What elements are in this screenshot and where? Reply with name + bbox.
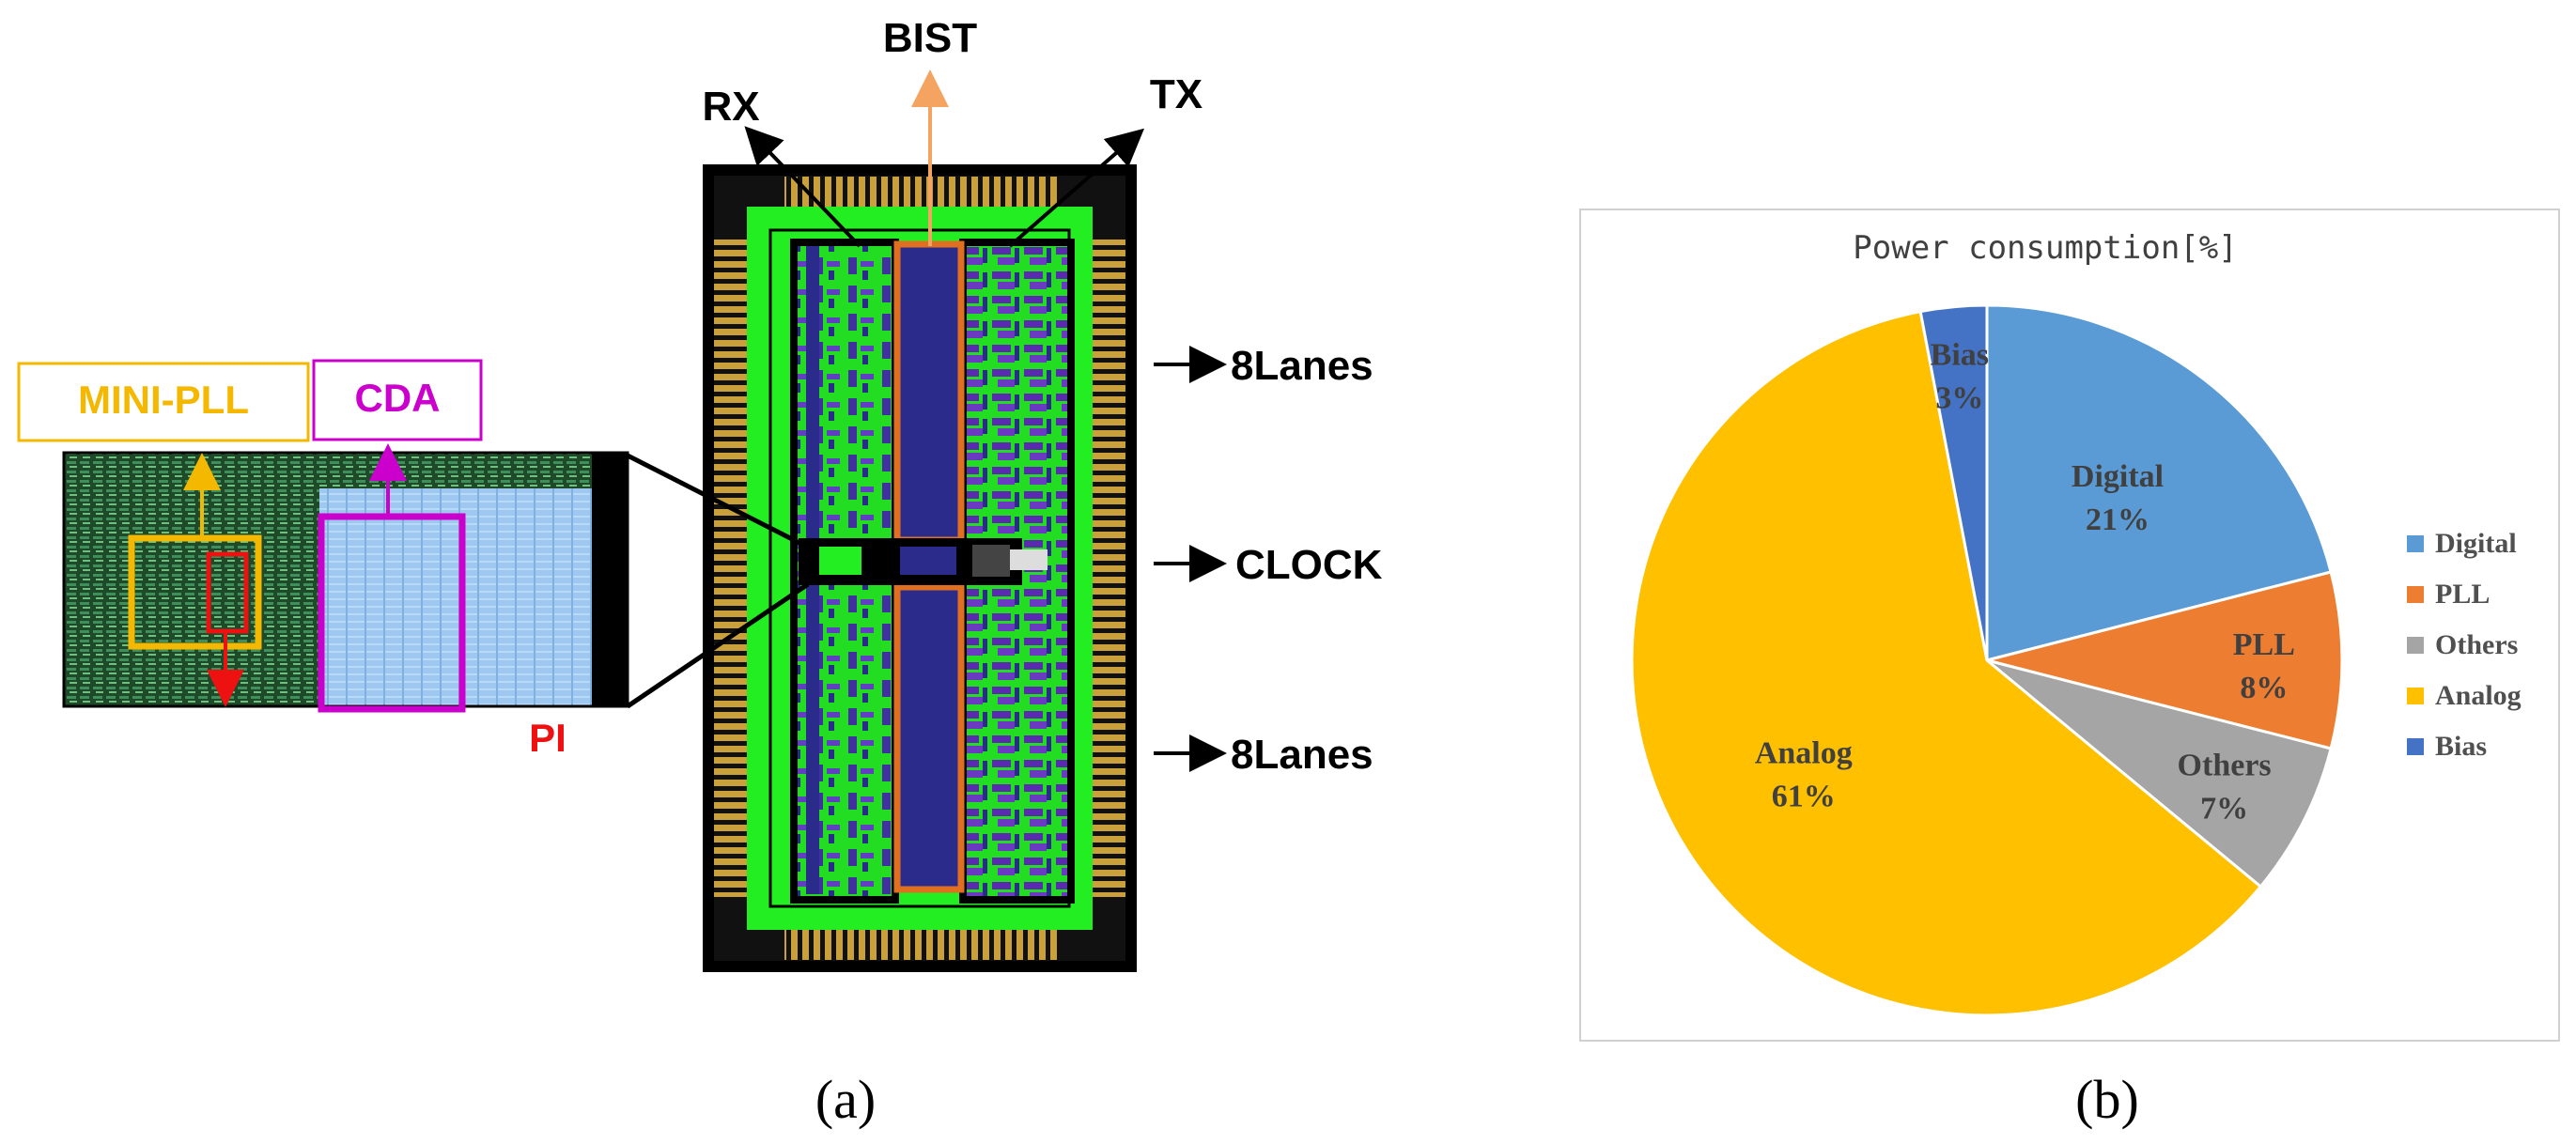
lanes-bottom-label: 8Lanes <box>1231 732 1373 778</box>
legend-swatch-digital <box>2407 535 2424 552</box>
cda-highlight <box>318 513 466 713</box>
rx-arrow <box>744 126 861 248</box>
pie-label-name-others: Others <box>2178 749 2272 783</box>
caption-a: (a) <box>815 1069 876 1130</box>
rx-label: RX <box>702 84 759 130</box>
tx-arrow <box>1008 128 1145 248</box>
legend-swatch-analog <box>2407 688 2424 704</box>
pie-slice-analog <box>1630 309 2263 1017</box>
legend-label-digital: Digital <box>2435 528 2517 559</box>
legend-label-pll: PLL <box>2435 579 2490 610</box>
mini-pll-highlight <box>128 534 262 650</box>
legend-swatch-bias <box>2407 738 2424 755</box>
cda-label: CDA <box>355 376 441 420</box>
legend-swatch-others <box>2407 637 2424 654</box>
pie-label-value-analog: 61% <box>1772 779 1836 813</box>
pie-chart: Digital 21% PLL 8% Others 7% Analog 61% Bias 3% <box>1630 303 2344 1017</box>
pie-label-name-bias: Bias <box>1931 337 1989 372</box>
pie-label-value-others: 7% <box>2200 792 2248 827</box>
pie-label-value-digital: 21% <box>2086 502 2149 537</box>
zoom-line-bottom <box>626 581 810 709</box>
bist-block-top <box>893 240 965 544</box>
pie-slice-others <box>1986 658 2333 889</box>
legend-label-others: Others <box>2435 629 2518 660</box>
pie-label-value-bias: 3% <box>1935 380 1983 415</box>
mini-pll-label: MINI-PLL <box>78 378 249 422</box>
pie-slice-pll <box>1986 570 2344 750</box>
caption-b: (b) <box>2075 1069 2139 1130</box>
pad-ring-left <box>714 240 752 897</box>
mini-pll-box <box>17 362 310 442</box>
pie-label-name-digital: Digital <box>2072 459 2164 494</box>
zoom-line-top <box>626 453 805 548</box>
lanes-top-label: 8Lanes <box>1231 343 1373 389</box>
pie-slice-digital <box>1985 303 2333 662</box>
clock-label: CLOCK <box>1235 542 1383 588</box>
pie-label-name-pll: PLL <box>2233 627 2295 662</box>
legend-swatch-pll <box>2407 586 2424 603</box>
legend-label-bias: Bias <box>2435 731 2487 762</box>
pad-ring-right <box>1088 240 1125 897</box>
pi-label: PI <box>529 716 566 760</box>
legend-label-analog: Analog <box>2435 680 2522 711</box>
bist-block-bottom <box>893 583 965 893</box>
chart-title: Power consumption[%] <box>1853 229 2237 267</box>
tx-label: TX <box>1150 71 1203 117</box>
pie-label-value-pll: 8% <box>2240 671 2288 705</box>
cda-box <box>312 359 483 441</box>
pie-slice-bias <box>1918 303 1989 661</box>
pie-label-name-analog: Analog <box>1755 735 1853 770</box>
bist-label: BIST <box>883 15 977 61</box>
panel-a: MINI-PLL CDA PI BIST RX TX 8Lanes CLOCK … <box>17 15 1383 1130</box>
panel-b: Power consumption[%] Digital 21% PLL 8% Othe… <box>1579 209 2560 1130</box>
